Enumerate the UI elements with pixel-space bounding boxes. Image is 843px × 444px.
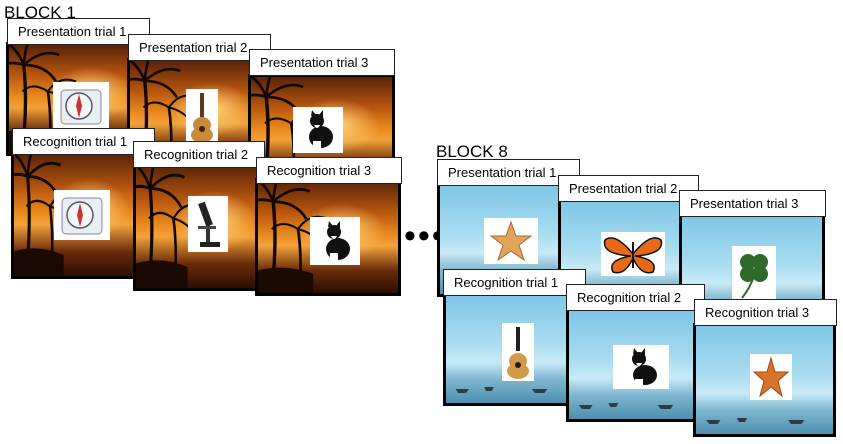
guitar-icon — [502, 323, 534, 381]
block8-recognition-label-1: Recognition trial 1 — [443, 269, 586, 296]
compass-icon — [54, 190, 110, 240]
butterfly-icon — [601, 232, 665, 276]
block-1-title: BLOCK 1 — [4, 3, 76, 22]
block1-presentation-label-2: Presentation trial 2 — [128, 34, 271, 61]
block1-recognition-screen-1 — [11, 151, 143, 279]
block-8-title: BLOCK 8 — [436, 142, 508, 161]
cat-icon — [293, 107, 343, 153]
cat-icon — [613, 345, 669, 389]
block1-recognition-screen-3 — [255, 178, 401, 296]
block8-recognition-label-2: Recognition trial 2 — [566, 284, 705, 311]
block8-recognition-screen-3 — [693, 323, 836, 437]
block1-recognition-label-1: Recognition trial 1 — [12, 128, 155, 155]
block1-recognition-screen-2 — [133, 163, 270, 291]
block1-presentation-label-1: Presentation trial 1 — [7, 18, 150, 45]
block8-recognition-screen-1 — [443, 292, 577, 406]
clover-icon — [732, 246, 776, 300]
compass-icon — [53, 82, 109, 130]
microscope-icon — [188, 196, 228, 252]
boats-decoration — [706, 418, 805, 424]
boats-decoration — [455, 387, 548, 393]
block8-recognition-label-3: Recognition trial 3 — [694, 299, 837, 326]
block8-recognition-screen-2 — [566, 308, 704, 422]
block1-recognition-label-3: Recognition trial 3 — [256, 157, 402, 184]
starfish-icon — [750, 354, 792, 400]
cat-icon — [310, 217, 360, 265]
block1-presentation-label-3: Presentation trial 3 — [249, 49, 395, 76]
guitar-icon — [186, 89, 218, 145]
block8-presentation-label-2: Presentation trial 2 — [558, 175, 699, 202]
boats-decoration — [578, 403, 674, 409]
block1-recognition-label-2: Recognition trial 2 — [133, 141, 265, 168]
block8-presentation-label-1: Presentation trial 1 — [437, 159, 580, 186]
starfish-icon — [484, 218, 538, 264]
block8-presentation-label-3: Presentation trial 3 — [679, 190, 826, 217]
